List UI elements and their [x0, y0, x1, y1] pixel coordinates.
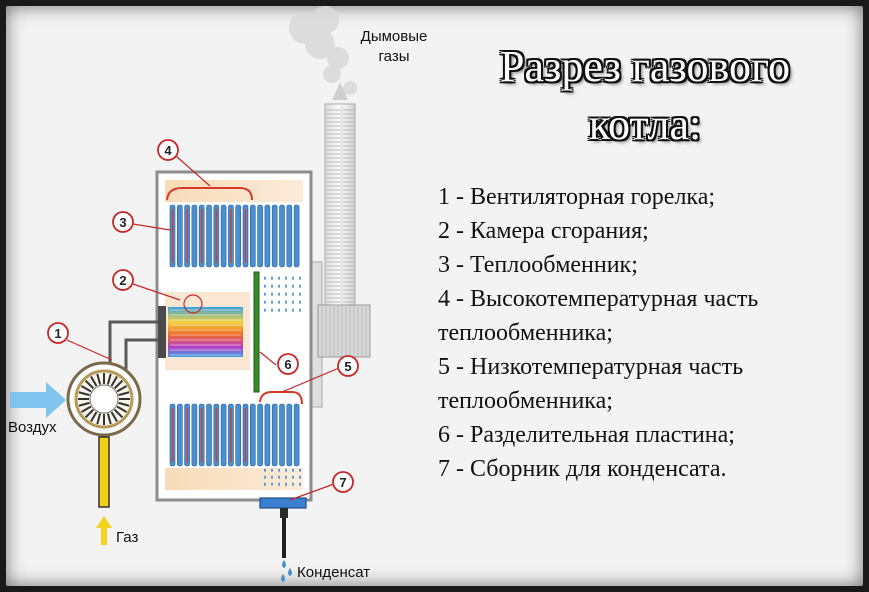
tube	[235, 403, 241, 467]
legend-item-4: 4 - Высокотемпературная часть теплообмен…	[438, 286, 759, 346]
legend-item-7: 7 - Сборник для конденсата.	[438, 456, 727, 482]
tube	[271, 403, 278, 467]
tube	[250, 403, 256, 467]
callout-7: 7	[332, 471, 354, 493]
svg-text:7: 7	[339, 475, 346, 490]
tube	[220, 204, 227, 268]
heat-exchanger-upper	[169, 204, 300, 268]
condensate-collector	[259, 497, 307, 558]
heat-exchanger-lower	[169, 403, 300, 467]
tube	[191, 204, 198, 268]
svg-text:1: 1	[54, 326, 61, 341]
legend-item-1: 1 - Вентиляторная горелка;	[438, 184, 716, 210]
tube	[235, 204, 241, 268]
condensate-drops	[264, 276, 301, 486]
smoke-clouds	[289, 6, 357, 95]
fan-burner	[66, 320, 158, 437]
tube	[264, 403, 271, 467]
legend-item-5: 5 - Низкотемпературная часть теплообменн…	[438, 354, 744, 414]
legend-item-2: 2 - Камера сгорания;	[438, 218, 649, 244]
separating-plate	[253, 271, 260, 393]
flue-pipe	[311, 82, 371, 408]
callout-4: 4	[157, 139, 179, 161]
tube	[286, 403, 293, 467]
callout-1: 1	[47, 322, 69, 344]
gas-arrow-icon	[96, 516, 112, 545]
tube	[279, 204, 285, 268]
svg-text:4: 4	[164, 143, 172, 158]
tube	[257, 204, 263, 268]
tube	[191, 403, 198, 467]
gas-label: Газ	[116, 529, 139, 546]
air-label: Воздух	[8, 419, 57, 436]
legend-list: 1 - Вентиляторная горелка; 2 - Камера сг…	[438, 180, 858, 486]
flue-arrow-icon	[332, 82, 348, 100]
callout-3: 3	[112, 211, 134, 233]
tube	[177, 403, 183, 467]
tube	[293, 204, 300, 268]
callout-5: 5	[337, 355, 359, 377]
tube	[286, 204, 293, 268]
tube	[206, 403, 212, 467]
burner-plate	[158, 306, 166, 358]
svg-text:2: 2	[119, 273, 126, 288]
gas-pipe	[98, 436, 110, 508]
tube	[220, 403, 227, 467]
picture-frame	[6, 6, 863, 586]
air-arrow-icon	[10, 382, 66, 418]
legend-item-3: 3 - Теплообменник;	[438, 252, 638, 278]
callout-2: 2	[112, 269, 134, 291]
callout-6: 6	[277, 353, 299, 375]
condensate-drop-icon	[281, 560, 292, 582]
tube	[257, 403, 263, 467]
tube	[206, 204, 212, 268]
page-title: Разрез газового котла:	[500, 42, 790, 149]
svg-text:5: 5	[344, 359, 351, 374]
smoke-label: Дымовые газы	[360, 28, 428, 65]
condensate-label: Конденсат	[297, 564, 371, 581]
tube	[293, 403, 300, 467]
tube	[279, 403, 285, 467]
tube	[250, 204, 256, 268]
combustion-chamber	[165, 292, 250, 370]
svg-text:6: 6	[284, 357, 291, 372]
tube	[264, 204, 271, 268]
legend-item-6: 6 - Разделительная пластина;	[438, 422, 735, 448]
tube	[271, 204, 278, 268]
svg-text:3: 3	[119, 215, 126, 230]
tube	[177, 204, 183, 268]
